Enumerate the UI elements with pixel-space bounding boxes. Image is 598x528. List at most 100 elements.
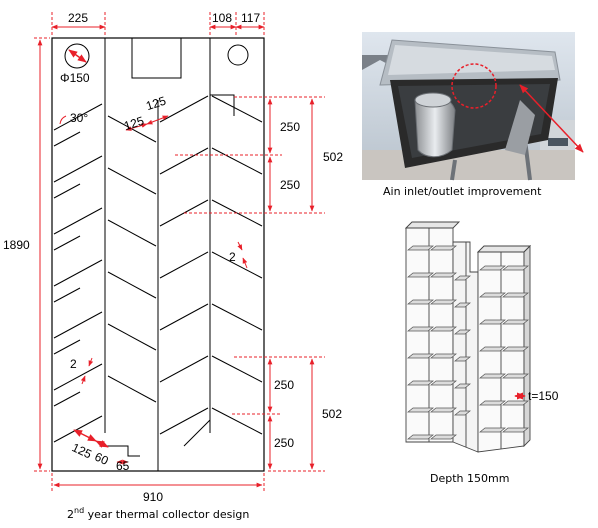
frame-shelf — [454, 329, 471, 335]
photo-caption: Ain inlet/outlet improvement — [383, 185, 542, 198]
dim-225: 225 — [68, 11, 88, 25]
dim-910: 910 — [143, 490, 163, 504]
dim-thickness: t=150 — [528, 389, 559, 403]
top-opening — [131, 37, 182, 79]
frame-shelf — [479, 319, 506, 325]
fin-line — [53, 259, 103, 287]
dim-250-top-b: 250 — [280, 178, 300, 192]
frame-shelf — [502, 319, 529, 325]
fin-line — [53, 131, 81, 147]
dim-117: 117 — [241, 11, 260, 25]
frame-shelf — [430, 272, 457, 278]
dim-502-bottom: 502 — [322, 407, 342, 421]
fin-line — [107, 271, 157, 299]
dim-250-top-a: 250 — [280, 120, 300, 134]
frame-shelf — [502, 373, 529, 379]
frame-shelf — [430, 245, 457, 251]
outlet-pipe — [105, 445, 140, 457]
frame-shelf — [430, 299, 457, 305]
inlet-outlet-photo — [362, 32, 584, 181]
frame-shelf — [407, 380, 434, 386]
fin-line — [53, 391, 81, 407]
fin-line — [159, 147, 209, 175]
fin-line — [159, 407, 209, 435]
frame-shelf — [407, 245, 434, 251]
frame-shelf — [454, 302, 471, 308]
fin-line — [211, 303, 263, 331]
frame-shelf — [479, 292, 506, 298]
fin-line — [159, 251, 209, 279]
fin-line — [53, 207, 103, 235]
fin-line — [107, 323, 157, 351]
dim-60-bottom: 60 — [93, 450, 111, 468]
fin-line — [53, 339, 81, 355]
fin-line — [53, 155, 103, 183]
dim-65-bottom: 65 — [116, 459, 130, 473]
dim-gap-left: 2 — [70, 357, 77, 371]
collector-drawing: 225 108 117 Φ150 30° 125 125 250 250 502… — [3, 11, 343, 521]
dim-502-top: 502 — [323, 150, 343, 164]
frame-shelf — [454, 410, 471, 416]
frame-shelf — [502, 400, 529, 406]
frame-shelf — [430, 353, 457, 359]
fin-line — [53, 415, 103, 443]
fin-line — [211, 147, 263, 175]
dimension-lines — [34, 12, 325, 492]
dim-108: 108 — [212, 11, 232, 25]
frame-shelf — [454, 275, 471, 281]
fin-line — [107, 219, 157, 247]
frame-shelves — [407, 245, 529, 440]
fin-line — [107, 375, 157, 403]
fin-line — [53, 363, 103, 391]
fin-line — [53, 103, 103, 131]
dim-1890: 1890 — [3, 238, 30, 252]
fin-pattern — [53, 95, 263, 447]
frame-shelf — [407, 434, 434, 440]
frame-shelf — [430, 380, 457, 386]
dim-125-a: 125 — [122, 114, 146, 134]
frame-shelf — [479, 346, 506, 352]
frame-shelf — [479, 427, 506, 433]
frame-shelf — [454, 356, 471, 362]
frame-caption: Depth 150mm — [430, 472, 509, 485]
inlet-circle-left — [64, 43, 90, 69]
frame-shelf — [430, 434, 457, 440]
fin-line — [211, 251, 263, 279]
frame-shelf — [479, 265, 506, 271]
frame-shelf — [407, 353, 434, 359]
dim-125-bottom: 125 — [70, 440, 94, 461]
outlet-circle-right — [227, 44, 249, 66]
frame-shelf — [502, 292, 529, 298]
dim-125-b: 125 — [144, 94, 168, 114]
fin-line — [107, 167, 157, 195]
fin-line — [211, 407, 263, 435]
drawing-caption: 2nd year thermal collector design — [67, 506, 249, 521]
fin-line — [211, 355, 263, 383]
fin-line — [53, 183, 81, 199]
frame-shelf — [454, 383, 471, 389]
dim-250-bottom-a: 250 — [274, 378, 294, 392]
frame-3d-drawing — [404, 221, 532, 453]
fin-line — [53, 311, 103, 339]
dim-gap-right: 2 — [229, 250, 236, 264]
fin-line — [159, 355, 209, 383]
frame-shelf — [430, 407, 457, 413]
frame-shelf — [407, 326, 434, 332]
frame-shelf — [430, 326, 457, 332]
fin-line — [159, 303, 209, 331]
fin-line — [53, 235, 81, 251]
dim-250-bottom-b: 250 — [274, 436, 294, 450]
frame-shelf — [407, 407, 434, 413]
right-duct-corner — [210, 94, 235, 116]
frame-shelf — [407, 299, 434, 305]
fin-line — [53, 287, 81, 303]
dim-30-degrees: 30° — [70, 111, 88, 125]
frame-shelf — [479, 373, 506, 379]
frame-shelf — [479, 400, 506, 406]
dim-phi-150: Φ150 — [60, 71, 90, 85]
fin-line — [183, 419, 211, 447]
frame-shelf — [502, 346, 529, 352]
frame-shelf — [502, 427, 529, 433]
fin-line — [159, 95, 209, 123]
